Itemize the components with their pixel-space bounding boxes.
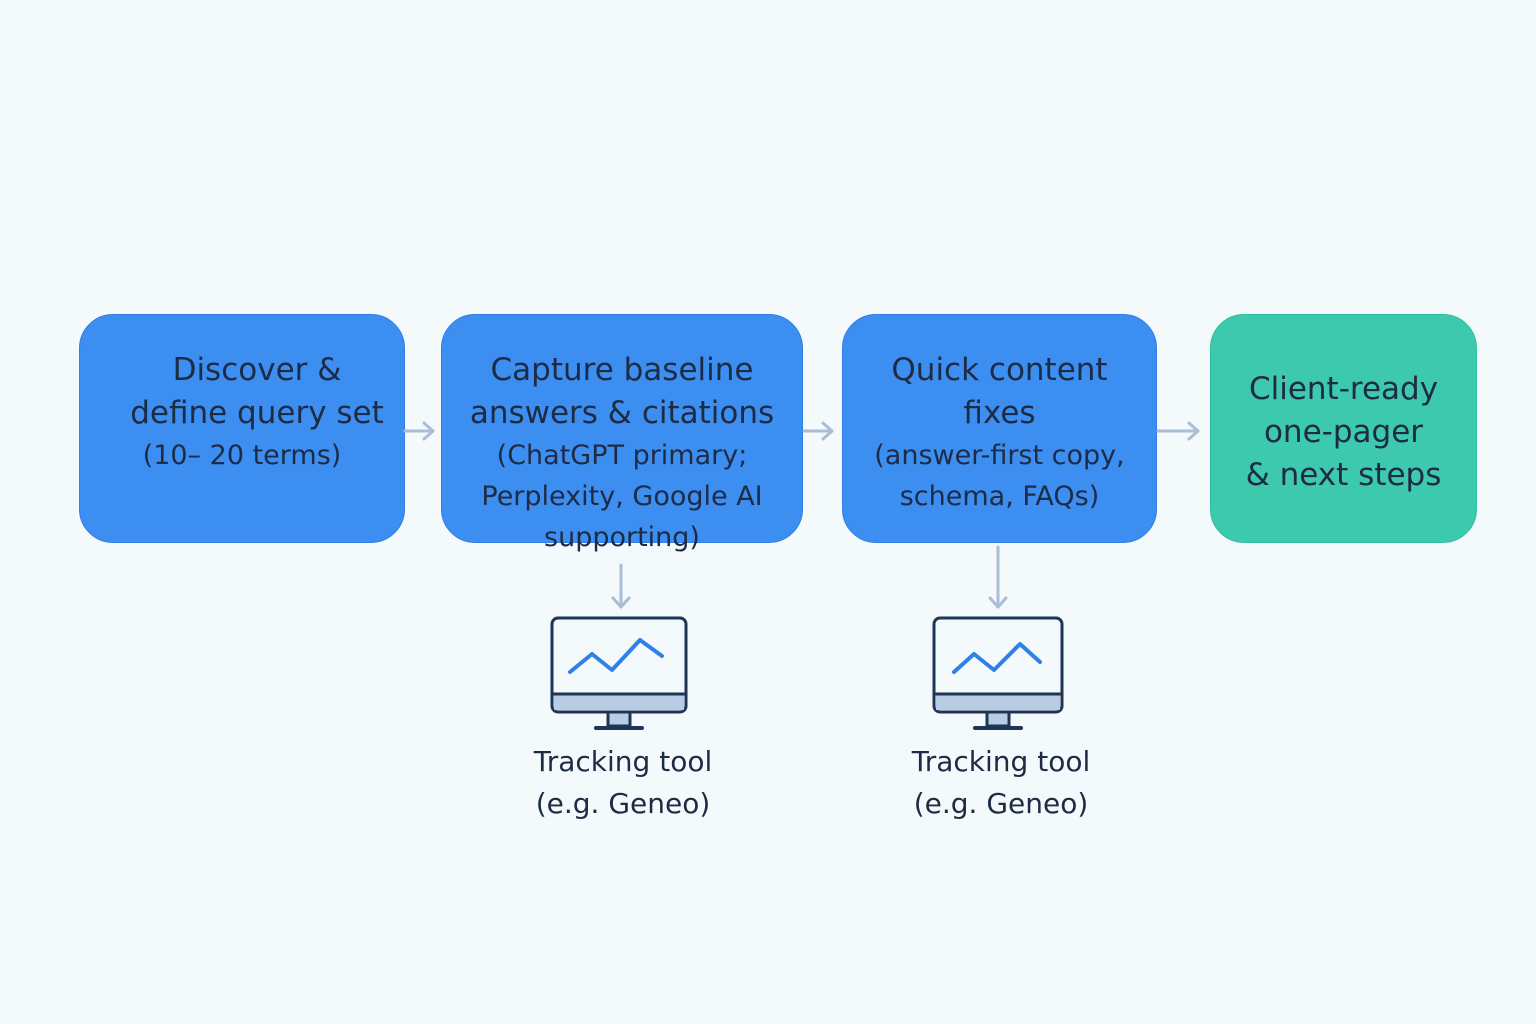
tool-caption: Tracking tool (e.g. Geneo) (911, 745, 1091, 820)
monitor-chart-icon (550, 616, 688, 730)
step-title: Quick content fixes (891, 352, 1108, 431)
step-box-capture-baseline: Capture baseline answers & citations (Ch… (441, 314, 803, 553)
arrow-down-icon (988, 545, 1008, 609)
monitor-chart-icon (932, 616, 1064, 730)
step-box-discover: Discover & define query set (10– 20 term… (79, 314, 405, 543)
step-title: Client-ready one-pager & next steps (1245, 371, 1442, 493)
tool-caption: Tracking tool (e.g. Geneo) (533, 745, 713, 820)
step-subtitle: (10– 20 terms) (142, 440, 342, 471)
step-box-one-pager: Client-ready one-pager & next steps (1210, 314, 1477, 543)
arrow-down-icon (611, 563, 631, 609)
arrow-right-icon (802, 421, 834, 441)
step-subtitle: (answer-first copy, schema, FAQs) (874, 440, 1125, 512)
arrow-right-icon (403, 421, 435, 441)
step-subtitle: (ChatGPT primary; Perplexity, Google AI … (481, 440, 763, 553)
step-title: Discover & define query set (130, 352, 384, 431)
step-title: Capture baseline answers & citations (469, 352, 775, 431)
step-box-content-fixes: Quick content fixes (answer-first copy, … (842, 314, 1157, 543)
arrow-right-icon (1156, 421, 1200, 441)
